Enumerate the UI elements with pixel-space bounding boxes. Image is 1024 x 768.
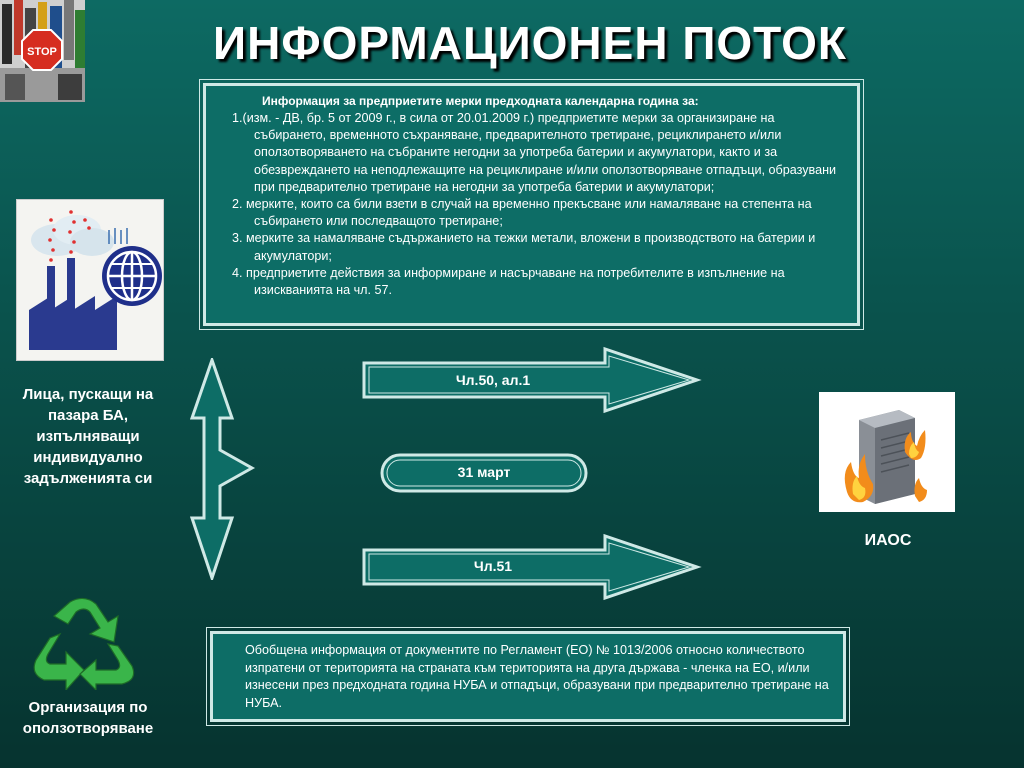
iaos-label: ИАОС xyxy=(864,532,912,549)
summary-text: Обобщена информация от документите по Ре… xyxy=(245,643,829,710)
producers-label: Лица, пускащи на пазара БА, изпълняващи … xyxy=(22,386,154,487)
arrow-art51-label: Чл.51 xyxy=(473,558,513,574)
deadline-pill xyxy=(380,453,588,493)
arrow-art50-label: Чл.50, ал.1 xyxy=(455,372,531,388)
burning-server-icon xyxy=(819,392,955,512)
recycle-icon xyxy=(33,597,135,690)
measures-header: Информация за предприетите мерки предход… xyxy=(262,94,699,108)
deadline-label: 31 март xyxy=(457,464,511,480)
summary-info-box: Обобщена информация от документите по Ре… xyxy=(206,627,850,726)
measure-item-1: 1.(изм. - ДВ, бр. 5 от 2009 г., в сила о… xyxy=(232,111,837,194)
stop-sign-batteries-icon: STOP xyxy=(0,0,85,102)
measure-item-4: 4. предприетите действия за информиране … xyxy=(232,265,785,298)
arrow-art50 xyxy=(362,346,702,414)
page-title: ИНФОРМАЦИОНЕН ПОТОК xyxy=(213,17,847,69)
arrow-art51 xyxy=(362,533,702,601)
stop-sign-text: STOP xyxy=(27,46,57,58)
measure-item-3: 3. мерките за намаляване съдържанието на… xyxy=(232,231,816,263)
factory-globe-icon xyxy=(16,199,164,361)
recovery-organization-label: Организация по оползотворяване xyxy=(22,699,154,737)
double-vertical-arrow-icon xyxy=(190,358,256,580)
measures-info-box: Информация за предприетите мерки предход… xyxy=(199,79,864,330)
measure-item-2: 2. мерките, които са били взети в случай… xyxy=(232,197,812,229)
